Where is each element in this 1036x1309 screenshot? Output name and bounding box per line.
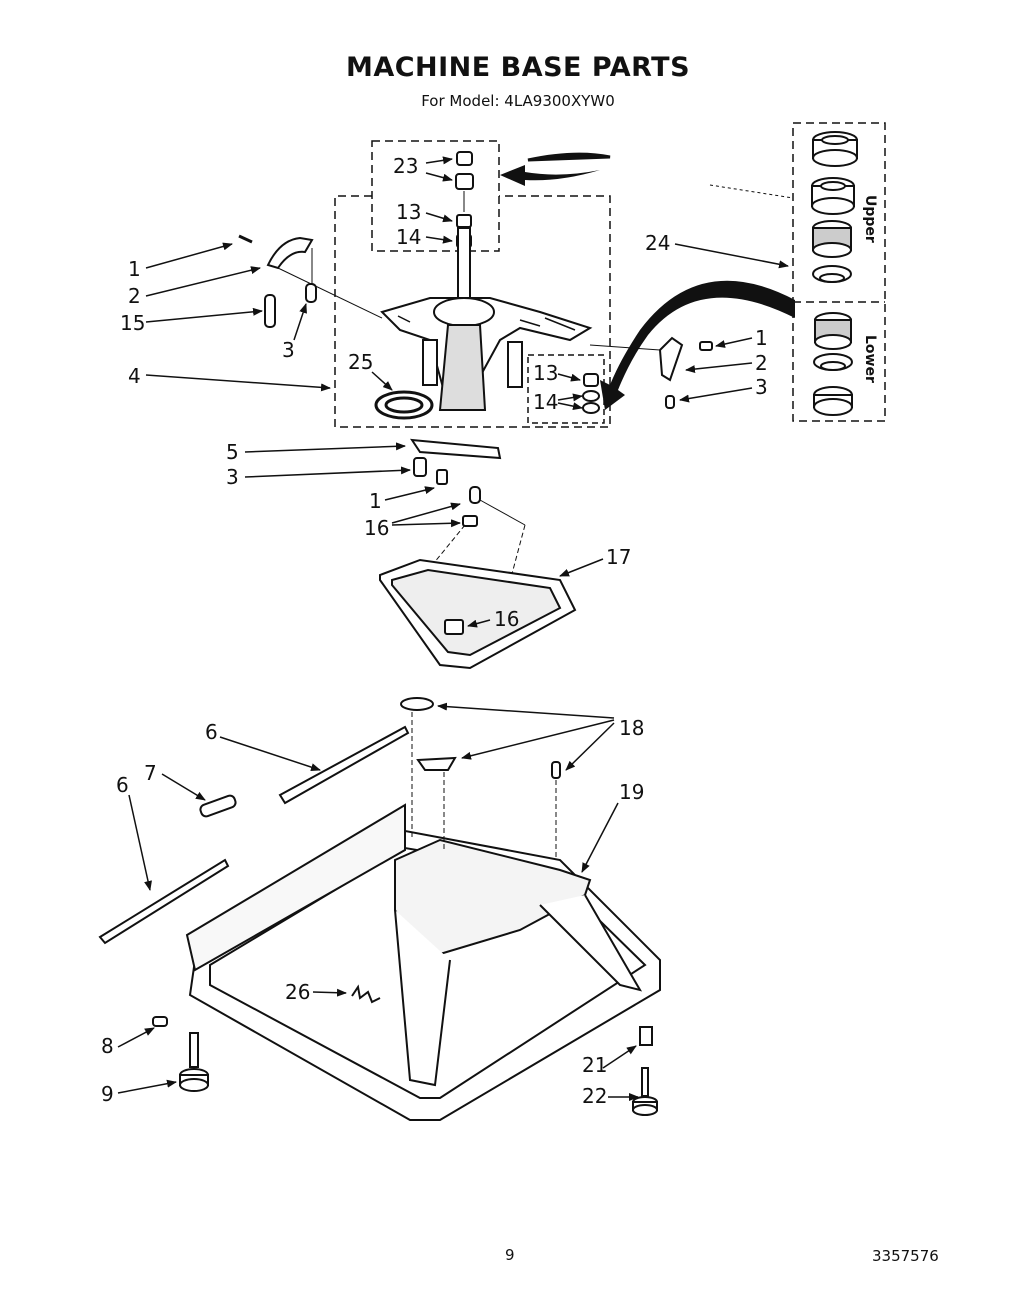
- left-bracket-parts: [238, 234, 383, 328]
- callout-2: 2: [128, 284, 141, 308]
- bushing-parts: [582, 373, 600, 414]
- callout-leaders: [117, 156, 789, 1101]
- callout-16: 16: [494, 607, 519, 631]
- tub-strap-parts: [410, 438, 526, 601]
- callout-7: 7: [144, 761, 157, 785]
- rail-parts: [98, 725, 410, 945]
- callout-3: 3: [755, 375, 768, 399]
- bearing-leader-dotted: [709, 184, 794, 199]
- page-number: 9: [505, 1246, 515, 1264]
- page-title: MACHINE BASE PARTS: [345, 52, 691, 83]
- callout-14: 14: [396, 225, 421, 249]
- callout-24: 24: [645, 231, 670, 255]
- callout-15: 15: [120, 311, 145, 335]
- callout-18: 18: [619, 716, 644, 740]
- top-cap-group-box: [371, 140, 500, 252]
- assembly-flow-arrows: [500, 152, 795, 410]
- callout-labels: 1 2 15 3 4 25 23 13 14 24 1 2 3 13 14 5 …: [101, 154, 768, 1108]
- callout-21: 21: [582, 1053, 607, 1077]
- leveling-foot-parts: [152, 984, 658, 1116]
- support-plate: [379, 558, 577, 670]
- callout-9: 9: [101, 1082, 114, 1106]
- callout-13: 13: [533, 361, 558, 385]
- callout-25: 25: [348, 350, 373, 374]
- mechanism-frame: [380, 227, 593, 411]
- callout-16: 16: [364, 516, 389, 540]
- right-bracket-parts: [589, 336, 713, 409]
- callout-19: 19: [619, 780, 644, 804]
- bearing-kit-box: [792, 122, 886, 422]
- model-subtitle: For Model: 4LA9300XYW0: [421, 92, 615, 110]
- callout-3: 3: [226, 465, 239, 489]
- cap-18-parts: [400, 697, 561, 860]
- drive-bushing-ring: [374, 390, 434, 420]
- callout-4: 4: [128, 364, 141, 388]
- bearing-upper-parts: [811, 131, 858, 283]
- bearing-lower-label: Lower: [862, 335, 878, 383]
- callout-6: 6: [116, 773, 129, 797]
- callout-22: 22: [582, 1084, 607, 1108]
- callout-5: 5: [226, 440, 239, 464]
- callout-14: 14: [533, 390, 558, 414]
- callout-23: 23: [393, 154, 418, 178]
- callout-1: 1: [755, 326, 768, 350]
- callout-17: 17: [606, 545, 631, 569]
- document-number: 3357576: [872, 1247, 939, 1265]
- callout-26: 26: [285, 980, 310, 1004]
- callout-3: 3: [282, 338, 295, 362]
- callout-1: 1: [369, 489, 382, 513]
- callout-8: 8: [101, 1034, 114, 1058]
- base-frame: [185, 803, 661, 1121]
- callout-2: 2: [755, 351, 768, 375]
- callout-1: 1: [128, 257, 141, 281]
- mechanism-group-box: [334, 195, 611, 428]
- callout-13: 13: [396, 200, 421, 224]
- callout-6: 6: [205, 720, 218, 744]
- bearing-upper-label: Upper: [862, 195, 878, 243]
- bearing-lower-parts: [813, 312, 853, 416]
